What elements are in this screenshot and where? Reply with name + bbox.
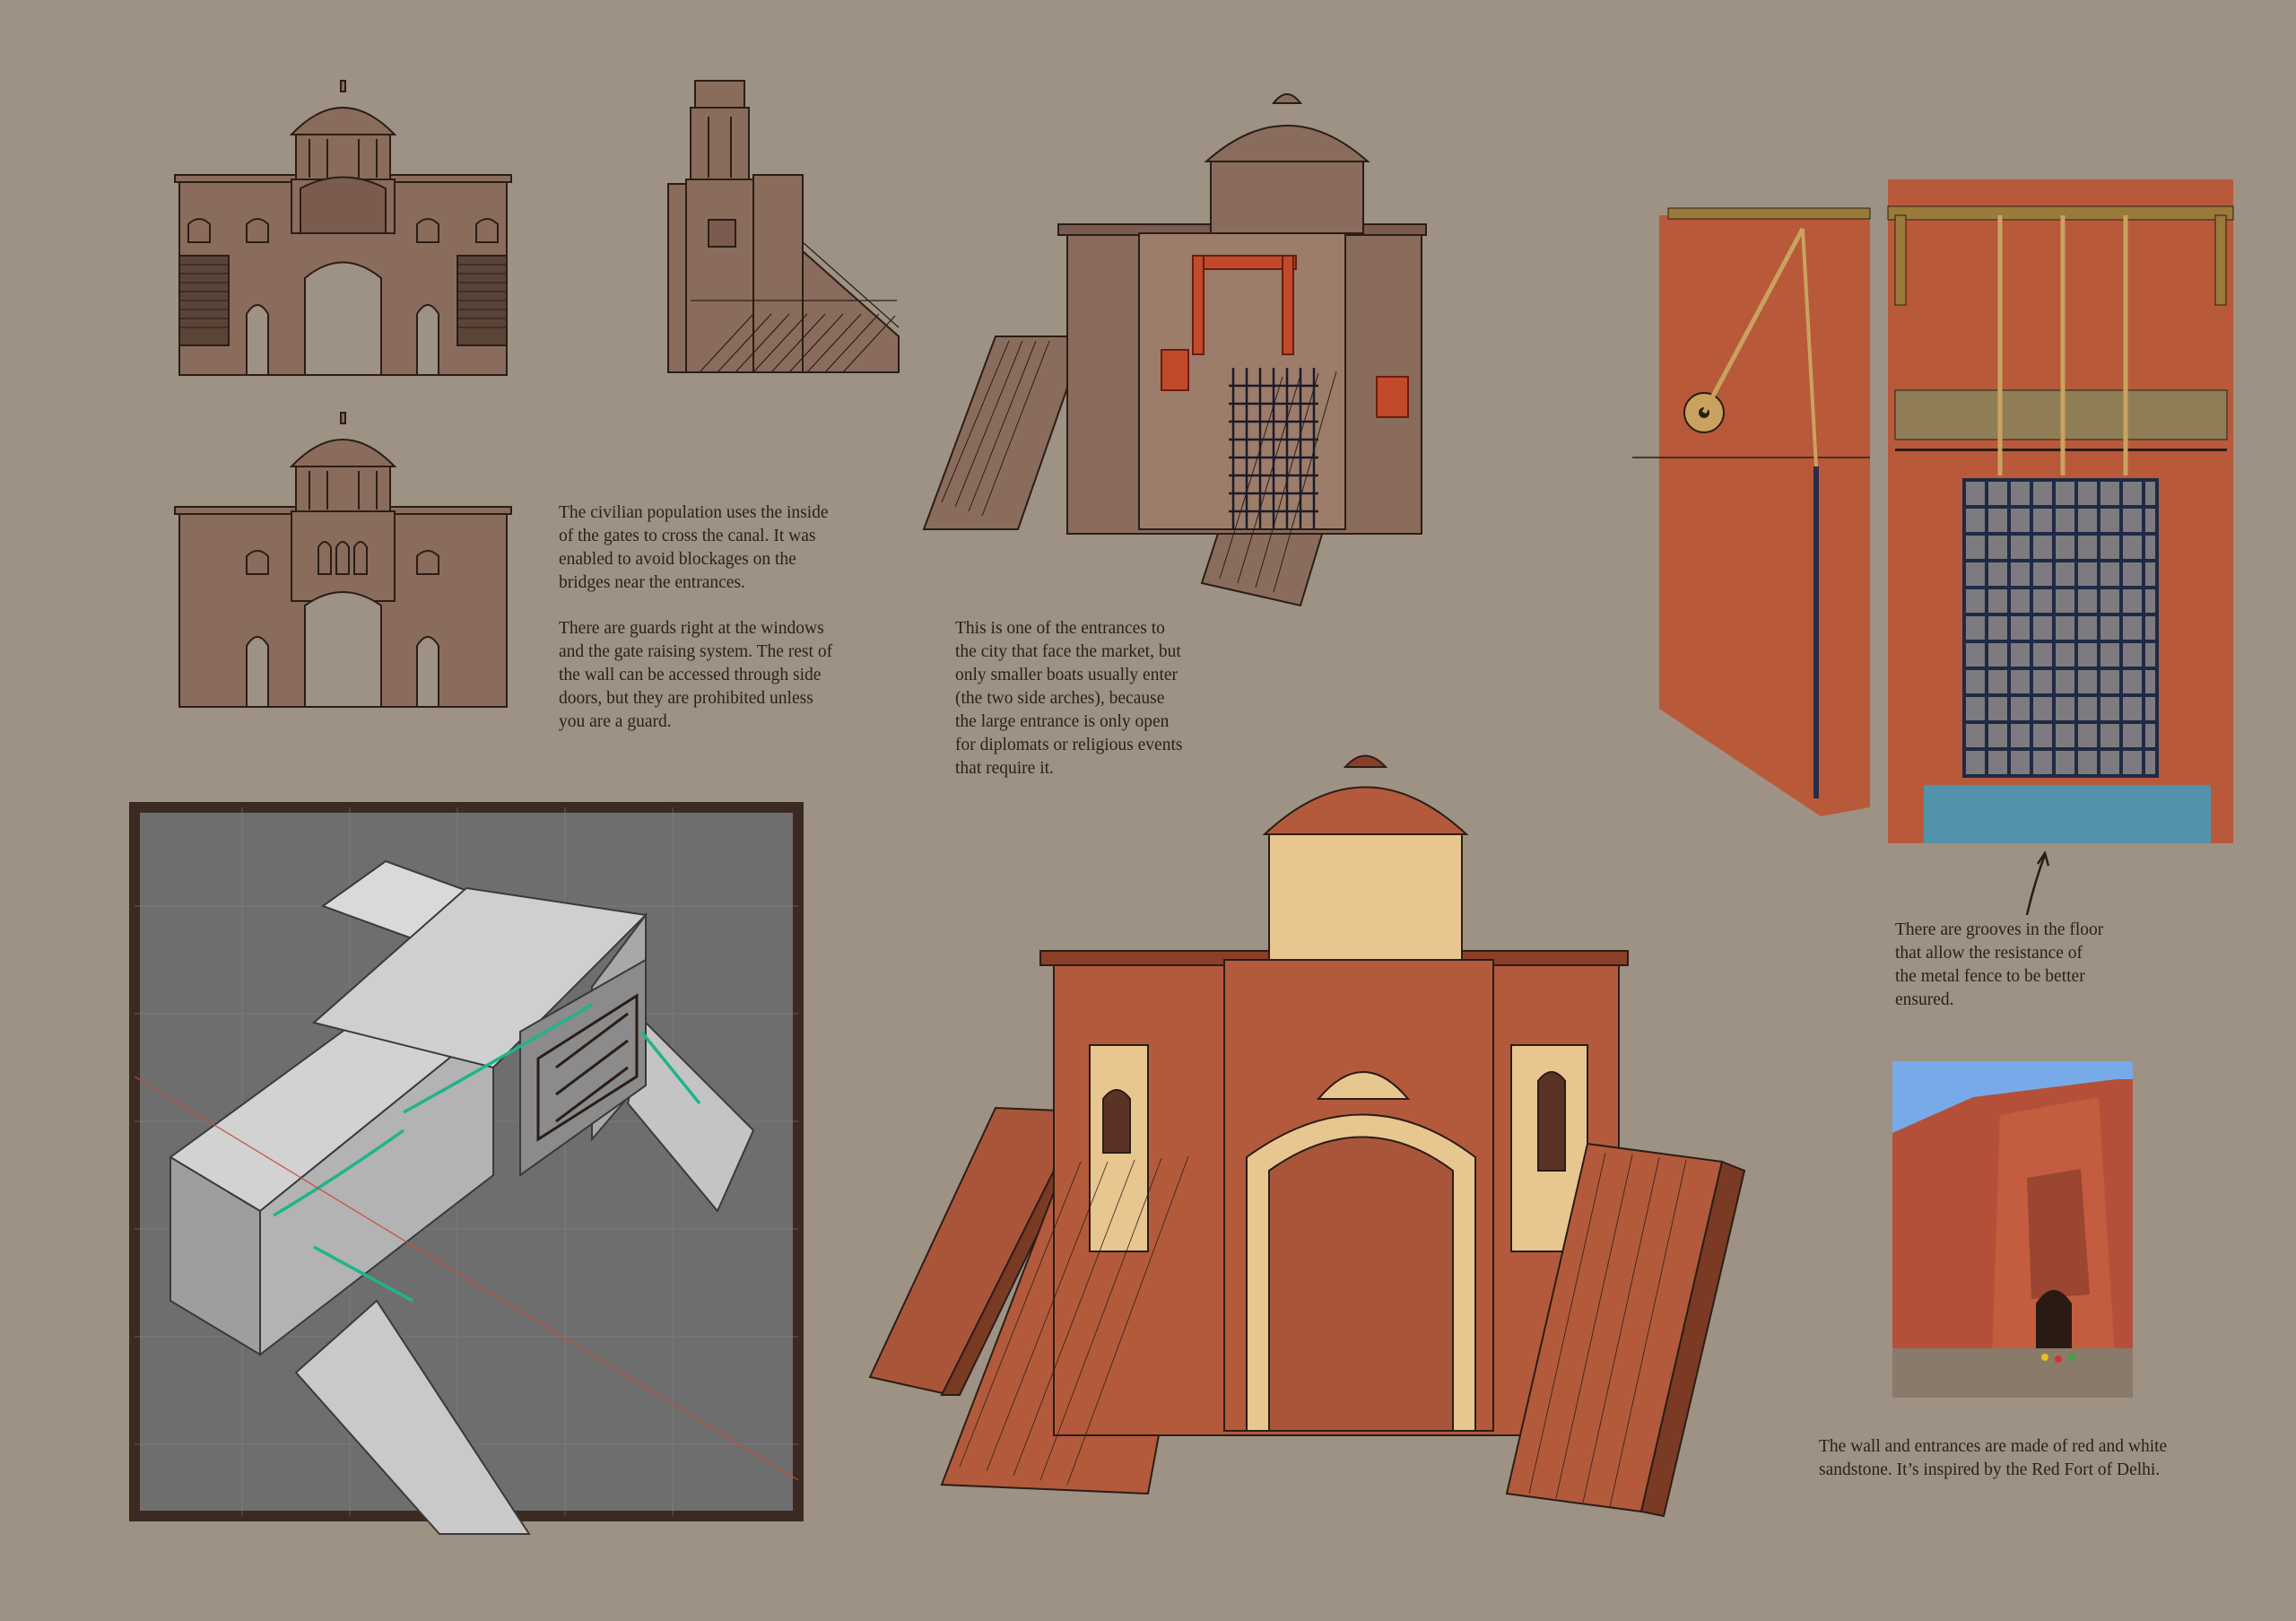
side-elevation-sketch <box>667 80 900 373</box>
red-fort-reference-photo <box>1892 1061 2133 1398</box>
gate-mechanism-side-view <box>1632 207 1871 816</box>
front-elevation-sketch-bottom <box>174 412 512 708</box>
colored-perspective-gate <box>868 754 1746 1518</box>
perspective-sketch-gate <box>922 93 1427 607</box>
3d-blockout-render <box>129 802 804 1535</box>
note-sandstone: The wall and entrances are made of red a… <box>1819 1437 2168 1479</box>
pointer-arrow <box>2025 850 2050 916</box>
gate-mechanism-front-view <box>1887 179 2234 843</box>
front-elevation-sketch-top <box>174 80 512 376</box>
note-entrance: This is one of the entrances to the city… <box>955 619 1183 778</box>
note-guards: There are guards right at the windows an… <box>559 619 833 731</box>
note-grooves: There are grooves in the floor that allo… <box>1895 920 2104 1009</box>
note-civilian: The civilian population uses the inside … <box>559 503 829 592</box>
